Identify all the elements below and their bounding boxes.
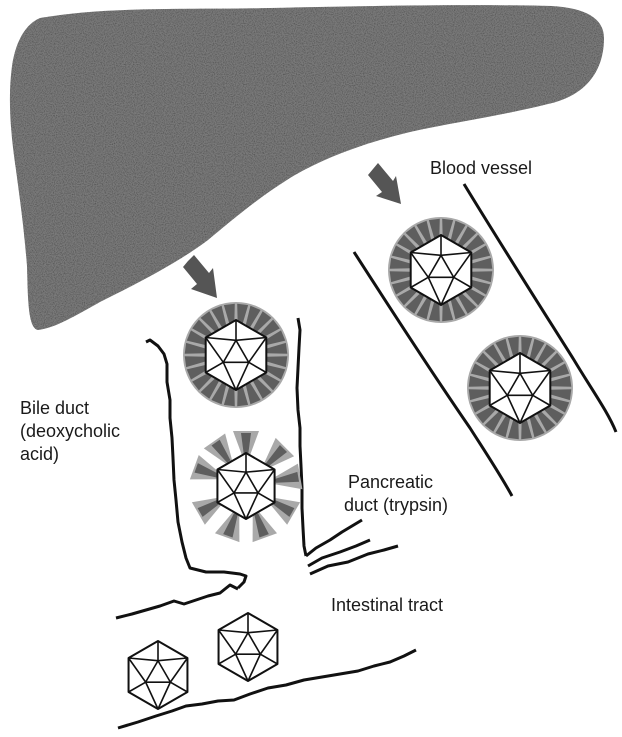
virion-enveloped — [388, 217, 494, 323]
label-bile-duct-line2: (deoxycholic — [20, 420, 120, 443]
intestine-wall-top — [116, 585, 238, 618]
virion-naked — [129, 641, 188, 709]
label-pancreatic-line2: duct (trypsin) — [344, 494, 448, 517]
label-pancreatic-duct: Pancreatic duct (trypsin) — [344, 471, 448, 517]
arrow-liver-to-bile — [183, 255, 217, 298]
label-pancreatic-line1: Pancreatic — [344, 471, 448, 494]
bile-duct-wall-right — [297, 318, 306, 556]
label-intestinal-tract: Intestinal tract — [331, 594, 443, 617]
virion-naked — [219, 613, 278, 681]
virions — [129, 217, 573, 709]
label-bile-duct: Bile duct (deoxycholic acid) — [20, 397, 120, 466]
virion-enveloped — [467, 335, 573, 441]
label-bile-duct-line1: Bile duct — [20, 397, 120, 420]
pancreatic-duct — [306, 520, 398, 574]
virion-partially-stripped — [190, 431, 303, 542]
label-bile-duct-line3: acid) — [20, 443, 120, 466]
label-blood-vessel: Blood vessel — [430, 157, 532, 180]
virion-enveloped — [183, 302, 289, 408]
arrow-liver-to-blood — [368, 163, 401, 204]
